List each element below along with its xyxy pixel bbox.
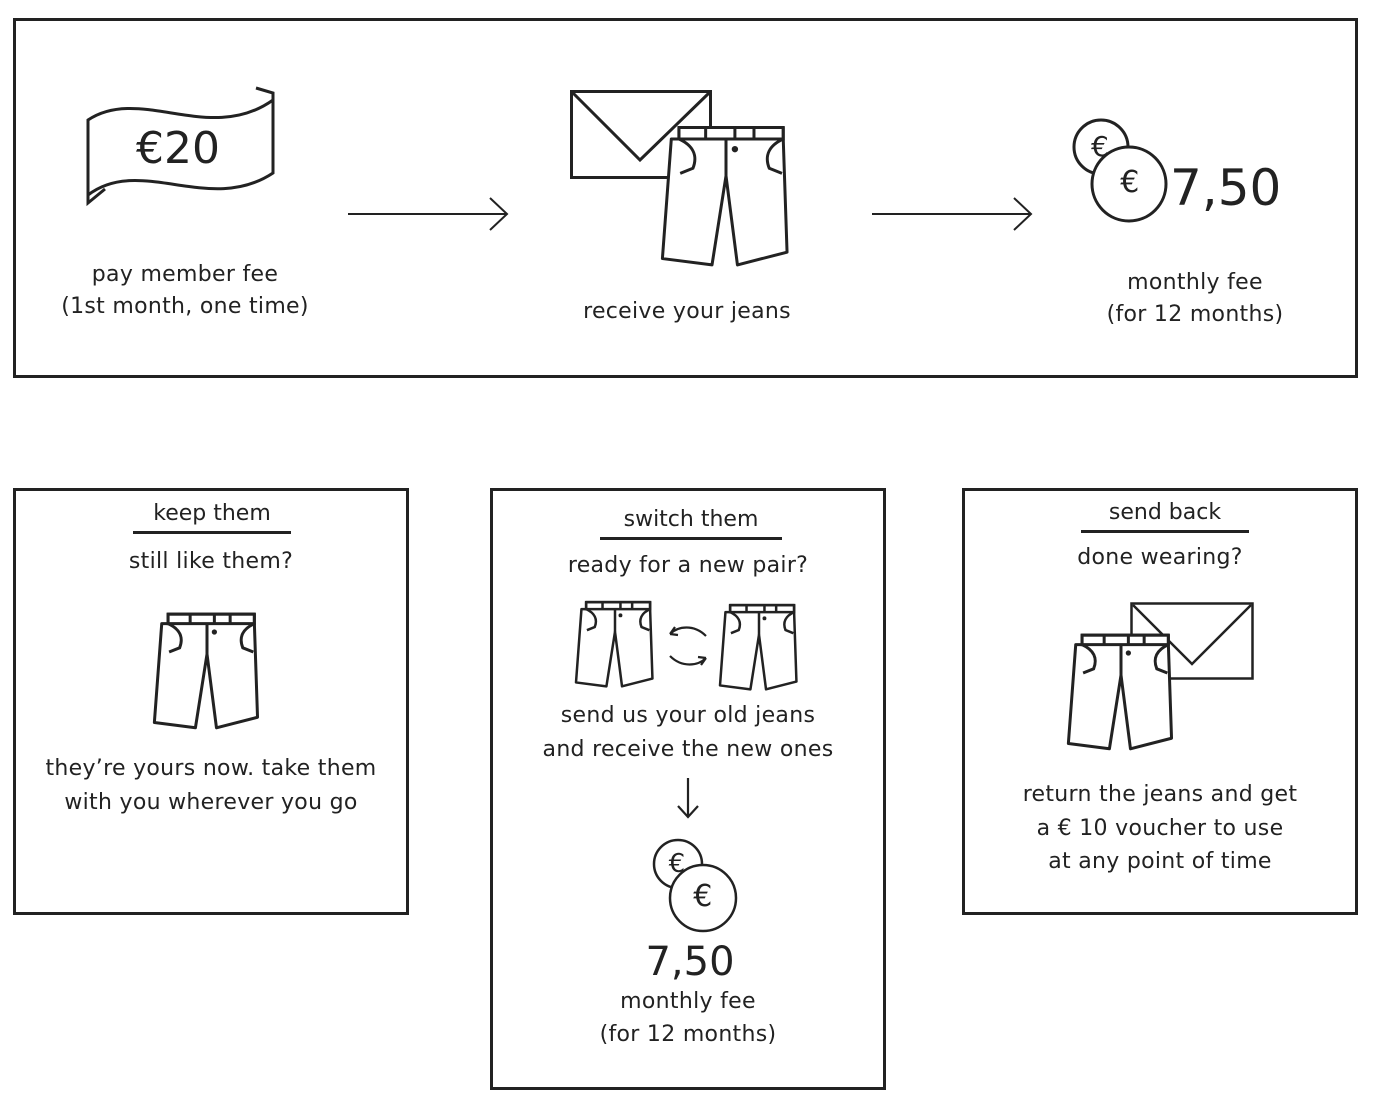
banknote-amount: €20 xyxy=(136,123,220,174)
jeans-icon xyxy=(154,612,260,732)
send-back-heading: send back xyxy=(1081,499,1249,533)
send-back-line2: a € 10 voucher to use xyxy=(1036,816,1284,841)
banknote-icon xyxy=(80,85,280,210)
send-back-question: done wearing? xyxy=(1077,545,1243,570)
step3-line2: (for 12 months) xyxy=(1106,302,1284,327)
step1-line1: pay member fee xyxy=(91,262,279,287)
switch-coin-back-symbol: € xyxy=(668,849,686,879)
swap-arrows-icon[interactable] xyxy=(664,622,712,670)
keep-line2: with you wherever you go xyxy=(64,790,358,815)
jeans-icon xyxy=(720,603,798,693)
jeans-icon xyxy=(662,125,790,270)
arrow-right-icon xyxy=(872,196,1034,232)
arrow-down-icon xyxy=(676,778,700,820)
send-back-line3: at any point of time xyxy=(1048,849,1272,874)
jeans-icon xyxy=(1068,633,1174,753)
step1-line2: (1st month, one time) xyxy=(61,294,309,319)
keep-line1: they’re yours now. take them xyxy=(45,756,377,781)
keep-question: still like them? xyxy=(128,549,294,574)
send-back-line1: return the jeans and get xyxy=(1022,782,1298,807)
keep-heading: keep them xyxy=(133,500,291,534)
jeans-icon xyxy=(576,600,654,690)
step3-line1: monthly fee xyxy=(1127,270,1263,295)
coin-front-symbol: € xyxy=(1120,165,1140,200)
monthly-amount: 7,50 xyxy=(1170,159,1282,217)
keep-panel xyxy=(13,488,409,915)
step2-label: receive your jeans xyxy=(583,299,791,324)
switch-fee-line2: (for 12 months) xyxy=(599,1022,777,1047)
switch-line1: send us your old jeans xyxy=(560,703,816,728)
switch-fee-line1: monthly fee xyxy=(620,989,756,1014)
switch-question: ready for a new pair? xyxy=(567,553,809,578)
switch-heading: switch them xyxy=(600,506,782,540)
switch-coin-front-symbol: € xyxy=(693,879,713,914)
arrow-right-icon xyxy=(348,196,510,232)
switch-line2: and receive the new ones xyxy=(542,737,834,762)
switch-amount: 7,50 xyxy=(645,939,735,985)
